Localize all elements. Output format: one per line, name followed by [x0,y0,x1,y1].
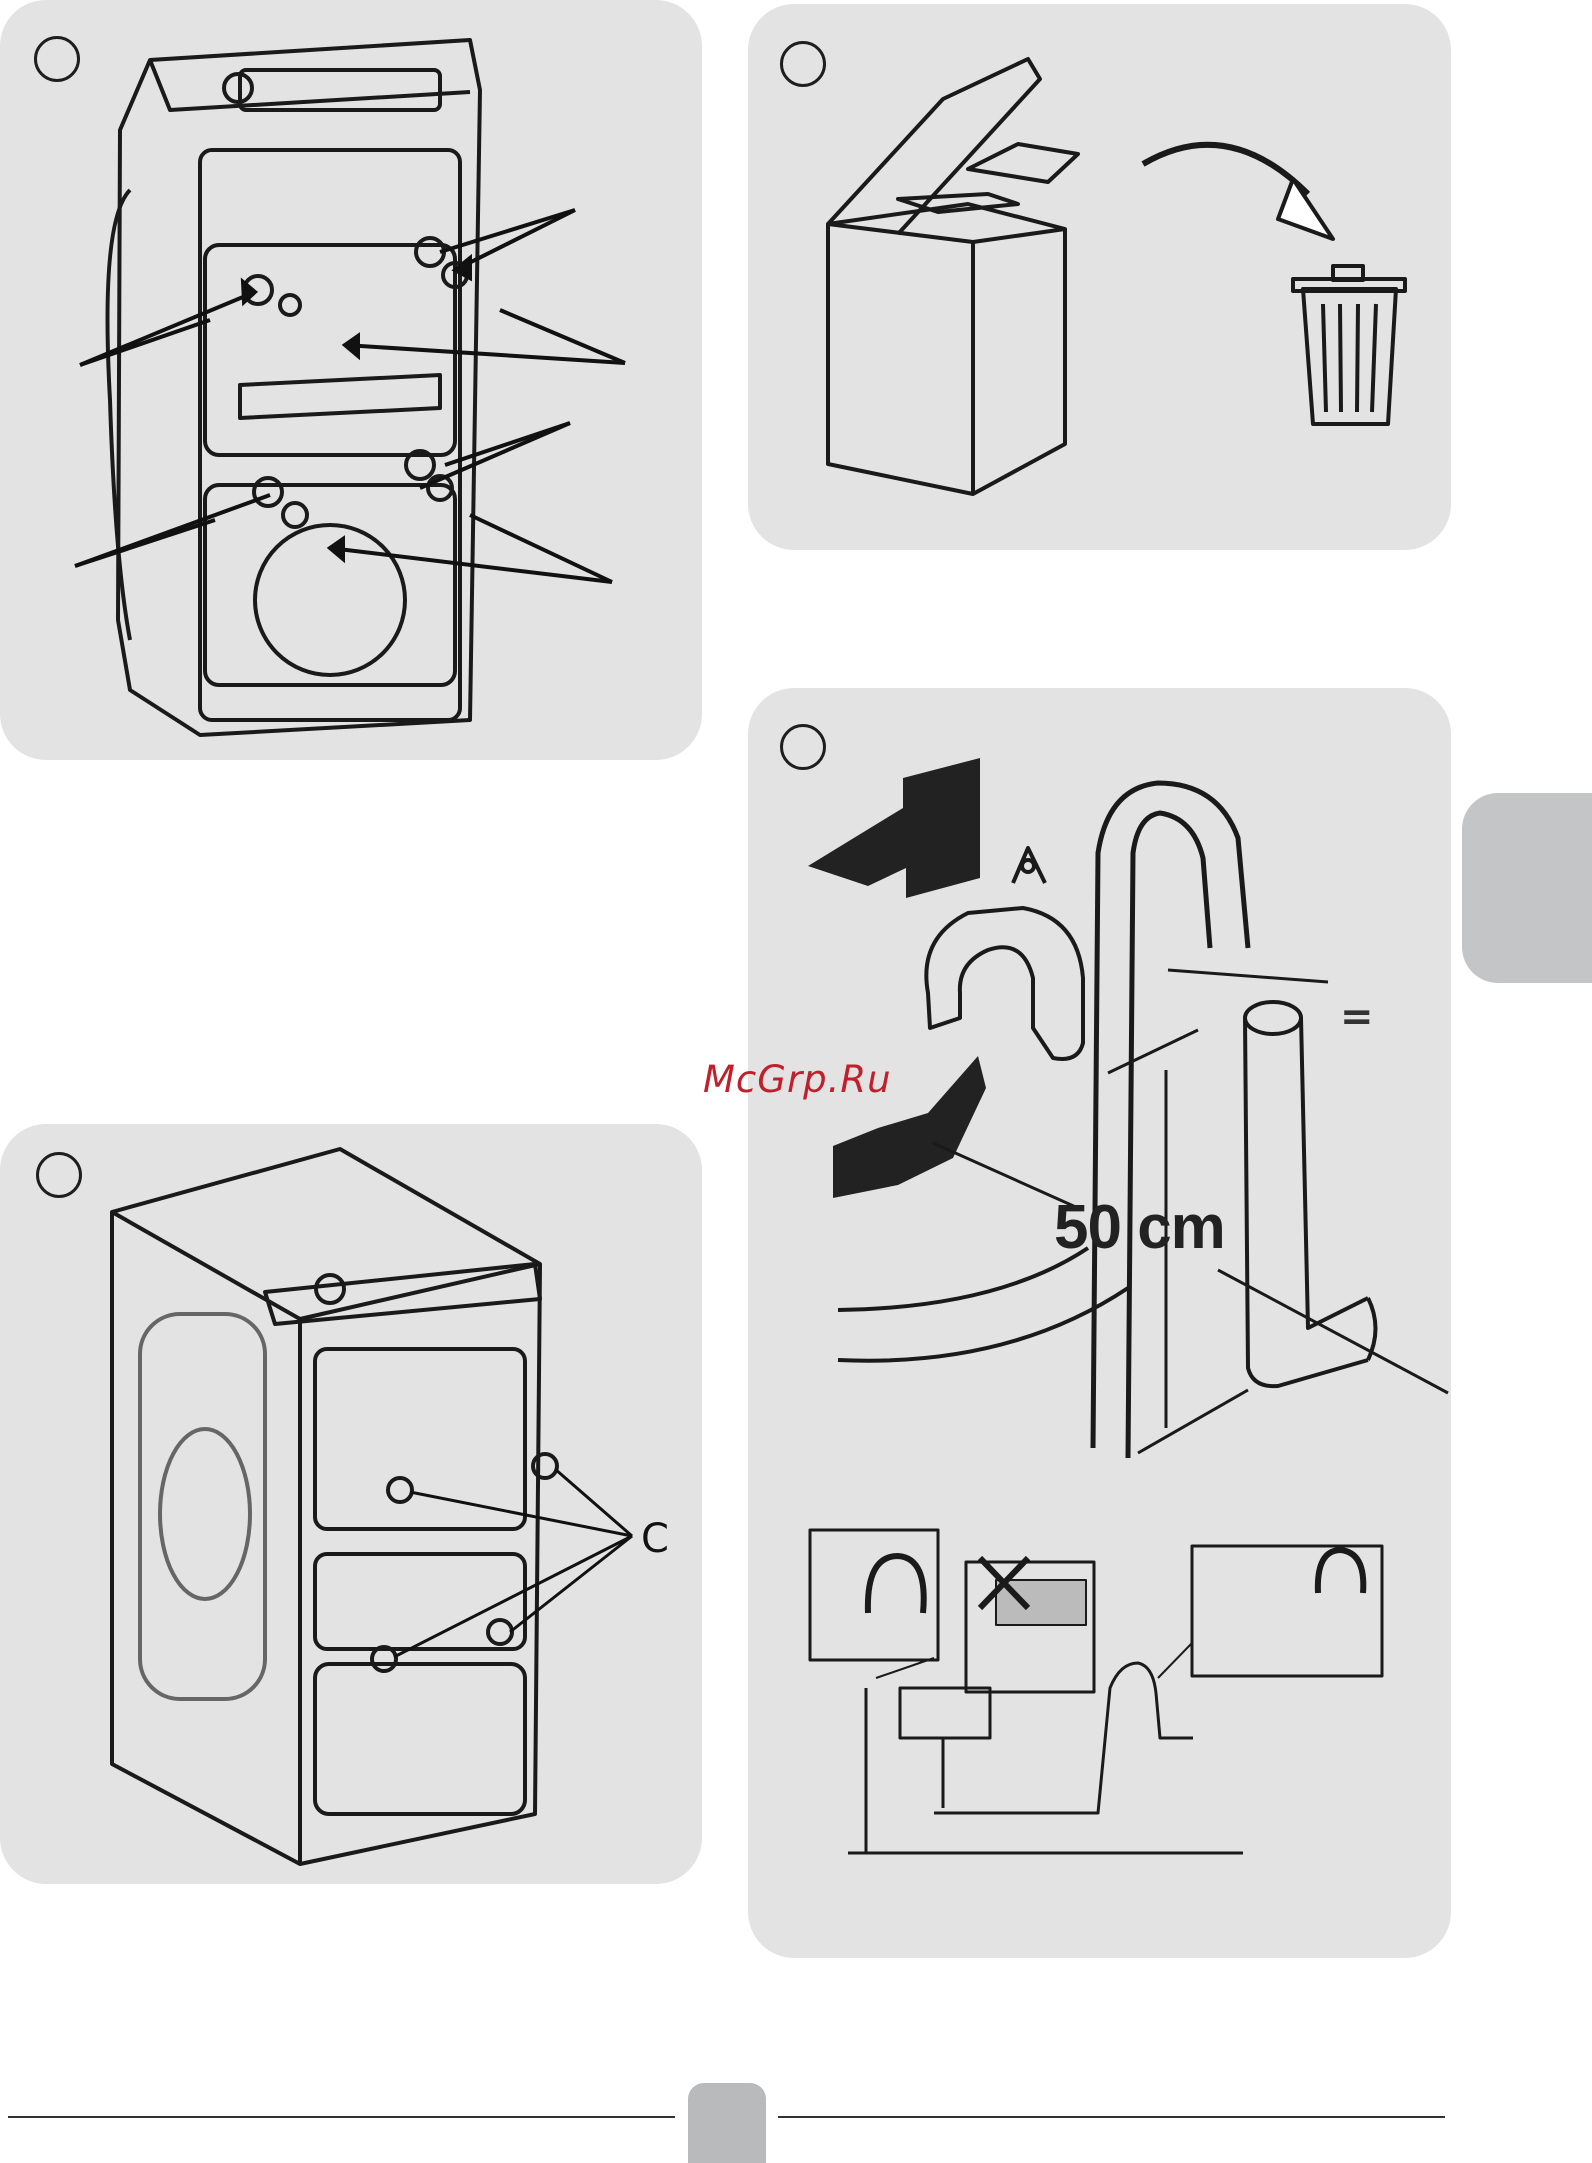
remove-packaging-to-bin-illustration [748,4,1451,550]
panel-remove-packaging [748,4,1451,550]
panel-transport-bolts [0,0,702,760]
washer-back-bolts-illustration [0,0,702,760]
panel-drain-hose: 50 cm = [748,688,1451,1958]
caps-label: C [641,1516,669,1562]
equal-sign-label: = [1340,994,1374,1040]
washer-caps-illustration [0,1124,702,1884]
height-label: 50 cm [1054,1192,1225,1263]
watermark: McGrp.Ru [703,1058,892,1101]
side-tab [1462,793,1592,983]
page-tab [688,2083,766,2163]
footer-line-right [778,2116,1445,2118]
footer-line-left [8,2116,675,2118]
panel-insert-caps: C [0,1124,702,1884]
drain-hose-illustration [748,688,1451,1958]
